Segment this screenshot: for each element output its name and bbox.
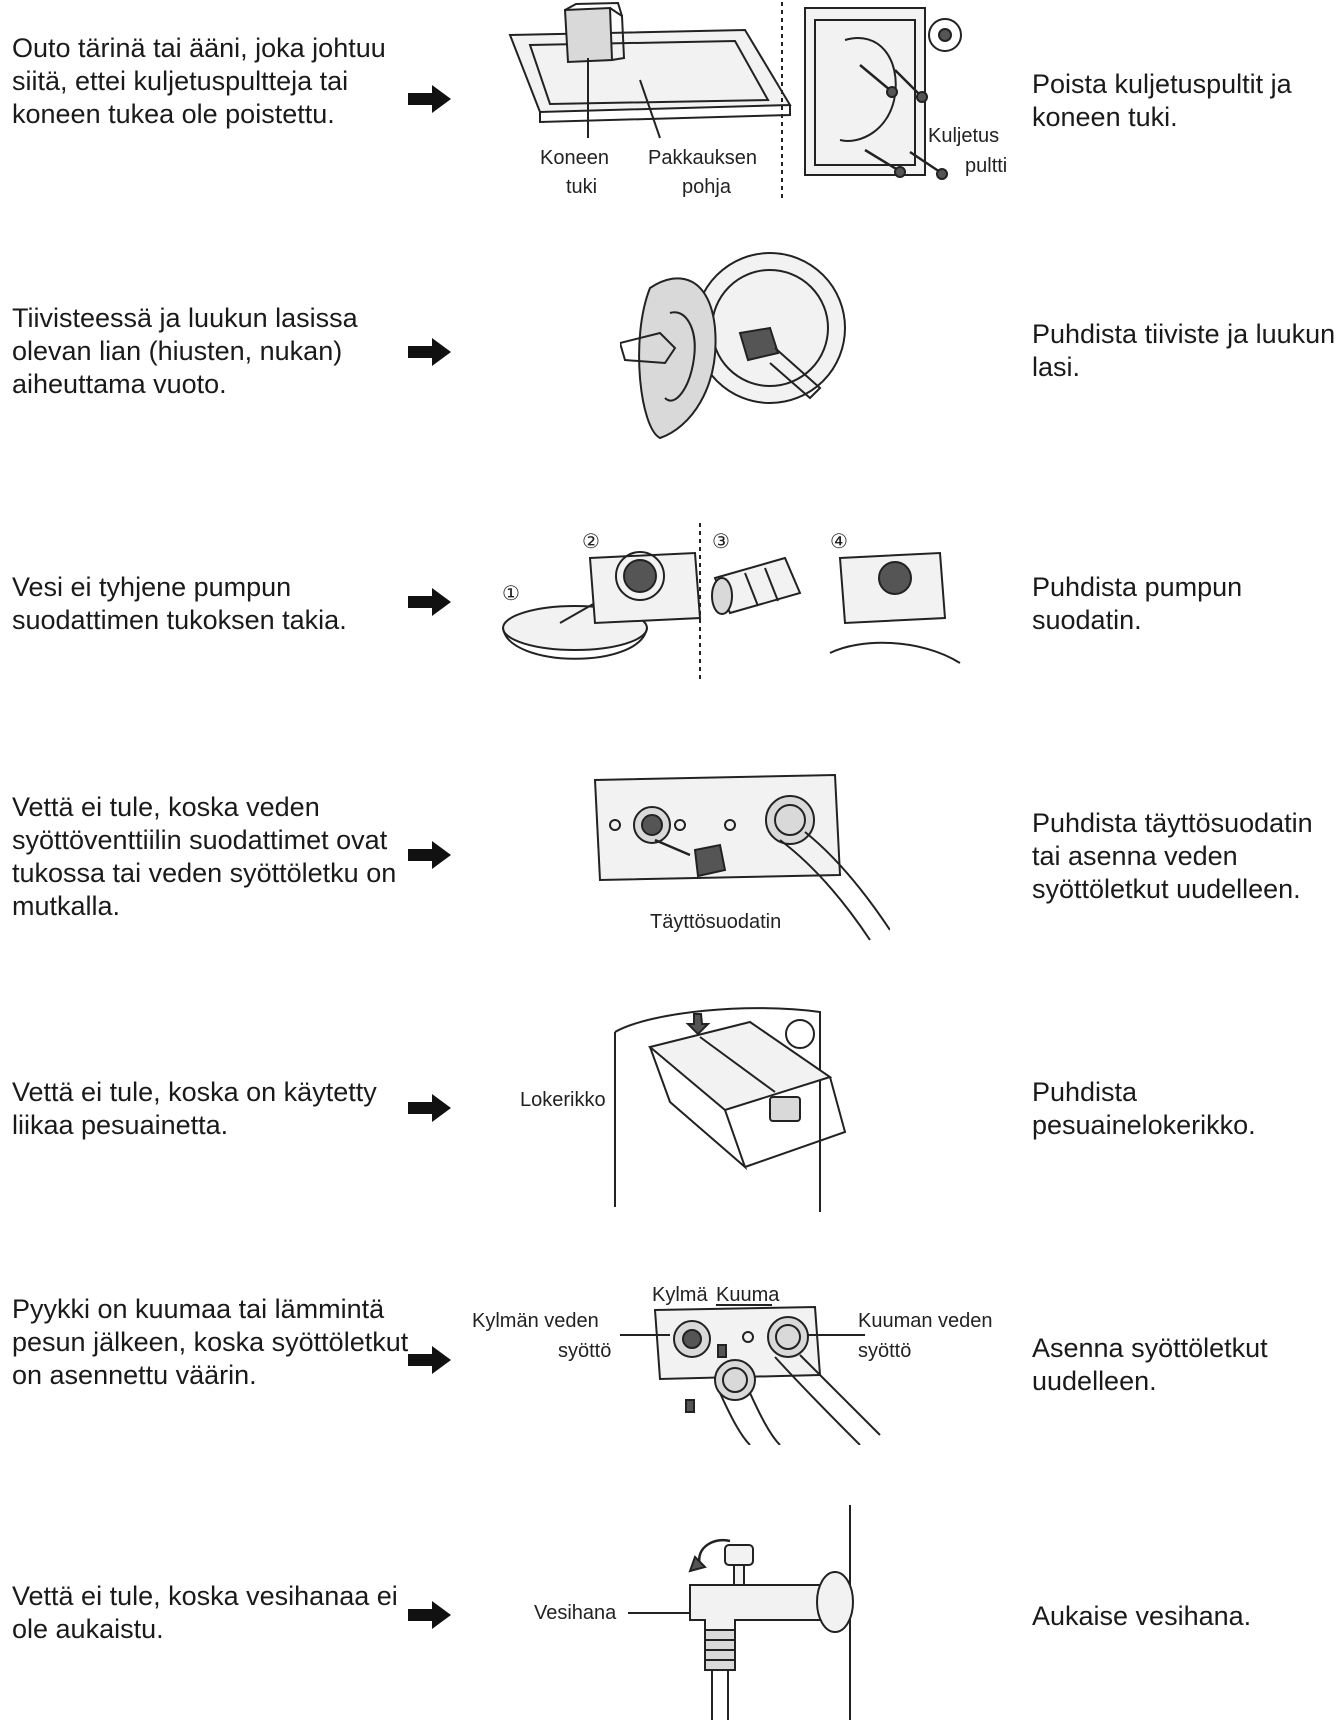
solution-text: Poista kuljetuspultit ja koneen tuki. — [1032, 69, 1292, 132]
label-pohja: pohja — [682, 176, 732, 198]
solution-text: Asenna syöttöletkut uudelleen. — [1032, 1333, 1268, 1396]
problem-text: Outo tärinä tai ääni, joka johtuu siitä,… — [12, 33, 386, 129]
inlet-filter-illustration: Täyttösuodatin — [593, 773, 890, 941]
label-pakkauksen: Pakkauksen — [648, 147, 757, 169]
step-3-label: ③ — [712, 531, 730, 553]
problem-text: Vettä ei tule, koska vesihanaa ei ole au… — [12, 1581, 398, 1644]
right-arrow-icon — [408, 1346, 451, 1374]
solution-text: Puhdista pumpun suodatin. — [1032, 572, 1243, 635]
door-seal-illustration — [620, 252, 846, 440]
label-koneen: Koneen — [540, 147, 609, 169]
right-arrow-icon — [408, 1601, 451, 1629]
right-arrow-icon — [408, 338, 451, 366]
problem-text: Vettä ei tule, koska on käytetty liikaa … — [12, 1077, 377, 1140]
label-drawer: Lokerikko — [520, 1089, 606, 1111]
label-cold-2: syöttö — [558, 1340, 611, 1362]
label-hot-1: Kuuman veden — [858, 1310, 993, 1332]
right-arrow-icon — [408, 841, 451, 869]
machine-back-drawing — [804, 7, 962, 180]
problem-text: Vettä ei tule, koska veden syöttöventtii… — [12, 792, 397, 921]
label-pultti: pultti — [965, 155, 1007, 177]
solution-text: Aukaise vesihana. — [1032, 1601, 1252, 1631]
right-arrow-icon — [408, 1094, 451, 1122]
water-tap-illustration: Vesihana — [534, 1505, 854, 1720]
right-arrow-icon — [408, 85, 451, 113]
label-filter: Täyttösuodatin — [650, 911, 781, 933]
label-kuuma: Kuuma — [716, 1284, 780, 1306]
label-tap: Vesihana — [534, 1602, 617, 1624]
step-1-label: ① — [502, 583, 520, 605]
transport-bolts-illustration: Koneen tuki Pakkauksen pohja Kuljetus pu… — [508, 1, 1007, 200]
packaging-base-drawing — [508, 1, 792, 124]
problem-text: Tiivisteessä ja luukun lasissa olevan li… — [12, 303, 358, 399]
detergent-drawer-illustration: Lokerikko — [520, 1007, 847, 1212]
step-4-label: ④ — [830, 531, 848, 553]
problem-text: Pyykki on kuumaa tai lämmintä pesun jälk… — [12, 1294, 409, 1390]
solution-text: Puhdista tiiviste ja luukun lasi. — [1032, 319, 1336, 382]
label-hot-2: syöttö — [858, 1340, 911, 1362]
label-cold-1: Kylmän veden — [472, 1310, 599, 1332]
faucet-drawing — [688, 1538, 854, 1720]
problem-text: Vesi ei tyhjene pumpun suodattimen tukok… — [12, 572, 347, 635]
pump-filter-illustration: ① ② ③ ④ — [502, 523, 961, 683]
right-arrow-icon — [408, 588, 451, 616]
label-kuljetus: Kuljetus — [928, 125, 999, 147]
step-2-label: ② — [582, 531, 600, 553]
filter-drawing — [711, 556, 802, 615]
solution-text: Puhdista täyttösuodatin tai asenna veden… — [1032, 808, 1313, 904]
inlet-hoses-illustration: Kylmä Kuuma Kylmän veden syöttö Kuuman v… — [472, 1284, 993, 1445]
label-kylma: Kylmä — [652, 1284, 708, 1306]
label-tuki: tuki — [566, 176, 597, 198]
solution-text: Puhdista pesuainelokerikko. — [1032, 1077, 1256, 1140]
